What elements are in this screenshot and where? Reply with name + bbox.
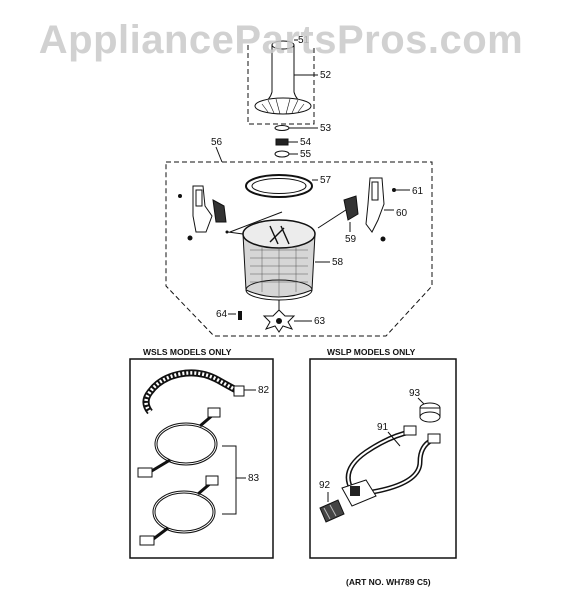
basket-assembly: 56 57 58 63: [165, 137, 433, 337]
agitator-group: 52 51: [247, 35, 332, 125]
callout-91: 91: [377, 422, 389, 433]
washer-55: [274, 150, 290, 158]
callout-64: 64: [216, 309, 228, 320]
callout-83: 83: [248, 473, 260, 484]
callout-61: 61: [412, 186, 424, 197]
callout-92: 92: [319, 480, 331, 491]
inlet-hose-upper: [137, 407, 221, 478]
dual-inlet-hose: [345, 425, 441, 497]
agitator-top: [271, 40, 295, 50]
y-connector: [341, 479, 377, 507]
callout-63: 63: [314, 316, 326, 327]
wsls-panel: WSLS MODELS ONLY 82 83: [129, 347, 274, 559]
callout-57: 57: [320, 175, 332, 186]
agitator-dashed-box: [247, 45, 315, 125]
art-number: (ART NO. WH789 C5): [346, 577, 431, 587]
callout-59: 59: [345, 234, 357, 245]
callout-82: 82: [258, 385, 270, 396]
callout-52: 52: [320, 70, 332, 81]
fastener-stack: 53 54 55: [274, 123, 332, 160]
wsls-panel-title: WSLS MODELS ONLY: [143, 347, 232, 357]
basket-rim: [242, 219, 316, 249]
right-tub-bracket: [343, 177, 396, 242]
basket-perforation: [250, 246, 308, 296]
callout-54: 54: [300, 137, 312, 148]
wslp-panel: WSLP MODELS ONLY 93 91: [309, 347, 457, 559]
callout-58: 58: [332, 257, 344, 268]
callout-93: 93: [409, 388, 421, 399]
wslp-panel-frame: [309, 358, 457, 559]
screw-64: [238, 311, 242, 320]
nut-54: [275, 138, 289, 146]
inlet-hose-lower: [139, 475, 219, 546]
washer-53: [274, 125, 290, 131]
callout-51: 51: [298, 35, 310, 46]
hose-cap: [419, 402, 441, 423]
wslp-panel-title: WSLP MODELS ONLY: [327, 347, 416, 357]
left-tub-bracket: [178, 185, 227, 241]
callout-60: 60: [396, 208, 408, 219]
callout-53: 53: [320, 123, 332, 134]
basket-dashed-box: [165, 161, 433, 337]
callout-56: 56: [211, 137, 223, 148]
callout-55: 55: [300, 149, 312, 160]
balance-ring-inner: [251, 178, 307, 194]
hose-adapter: [319, 499, 345, 523]
